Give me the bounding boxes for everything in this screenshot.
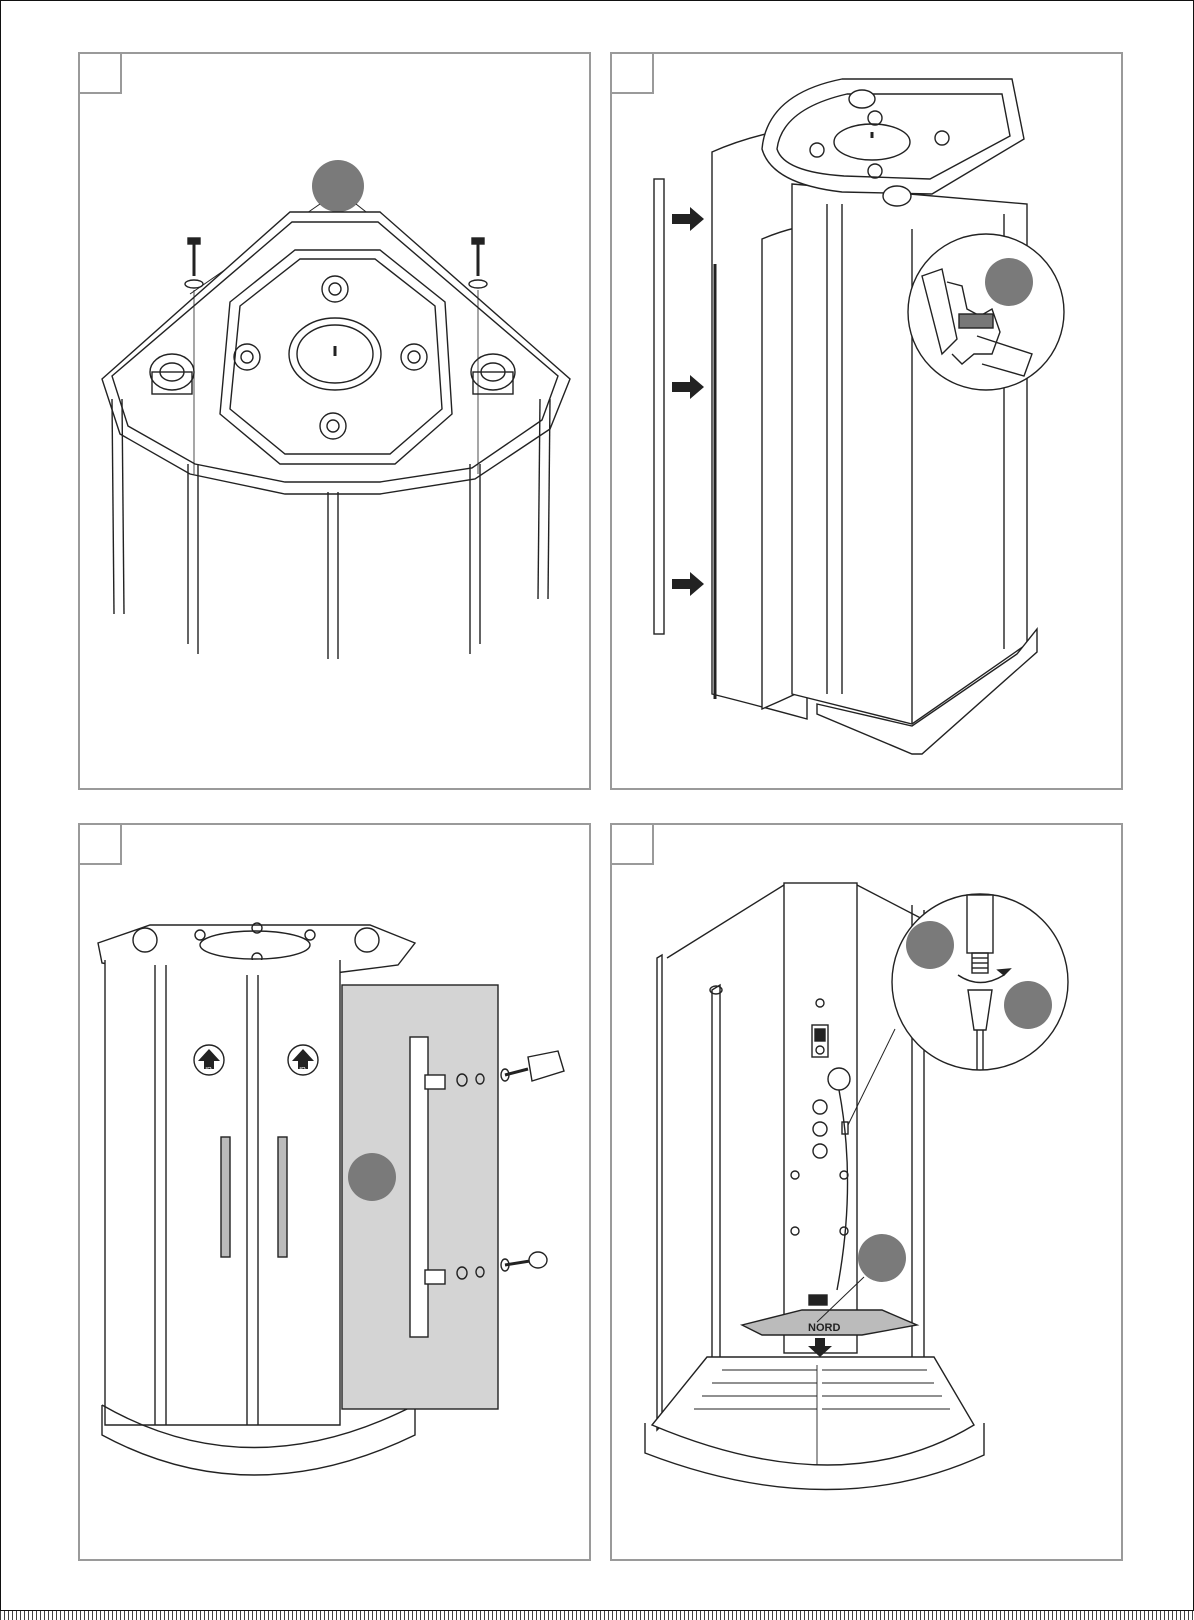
seal-diagram (612, 54, 1123, 790)
panel-roof-attachment (78, 52, 591, 790)
hose-drain-diagram: NORD (612, 825, 1123, 1561)
handle-diagram: UP UP (80, 825, 591, 1561)
callout-marker (985, 258, 1033, 306)
callout-marker (1004, 981, 1052, 1029)
callout-marker (906, 921, 954, 969)
up-label-right: UP (296, 1067, 306, 1074)
roof-diagram (80, 54, 591, 790)
callout-marker (858, 1234, 906, 1282)
panel-hose-drain: NORD (610, 823, 1123, 1561)
panel-door-handle: UP UP (78, 823, 591, 1561)
callout-marker (348, 1153, 396, 1201)
brand-label: NORD (808, 1322, 840, 1334)
up-label-left: UP (202, 1067, 212, 1074)
panel-wall-seal (610, 52, 1123, 790)
